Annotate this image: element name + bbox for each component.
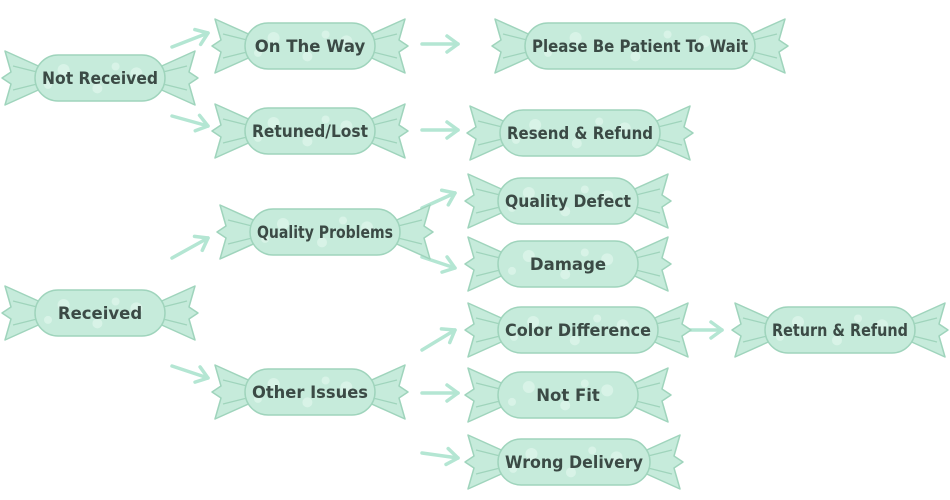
arrow-other-issues-to-color-difference	[420, 327, 457, 352]
node-not-fit: Not Fit	[464, 367, 672, 423]
arrow-received-to-quality-problems	[170, 234, 210, 260]
node-return-refund-label: Return & Refund	[772, 321, 908, 340]
node-color-difference: Color Difference	[464, 302, 692, 358]
node-quality-problems-label: Quality Problems	[257, 223, 393, 242]
arrow-quality-problems-to-defect	[420, 188, 457, 210]
node-resend-refund: Resend & Refund	[466, 105, 694, 161]
node-quality-defect-label: Quality Defect	[505, 192, 631, 211]
node-received-label: Received	[58, 304, 142, 323]
node-resend-refund-label: Resend & Refund	[507, 124, 653, 143]
node-other-issues: Other Issues	[211, 364, 409, 420]
node-not-received: Not Received	[1, 50, 199, 106]
node-not-received-label: Not Received	[42, 69, 158, 88]
arrow-other-issues-to-not-fit	[420, 383, 460, 403]
node-color-difference-label: Color Difference	[505, 321, 651, 340]
node-return-refund: Return & Refund	[731, 302, 949, 358]
node-layer: Not Received On The Way Please Be Patient …	[1, 18, 949, 490]
arrow-other-issues-to-wrong-delivery	[420, 446, 460, 467]
arrow-not-received-to-returned-lost	[170, 113, 210, 133]
node-please-be-patient-label: Please Be Patient To Wait	[532, 37, 748, 56]
node-quality-problems: Quality Problems	[216, 204, 434, 260]
node-on-the-way-label: On The Way	[255, 37, 366, 56]
node-returned-lost: Retuned/Lost	[211, 103, 409, 159]
node-received: Received	[1, 285, 199, 341]
node-wrong-delivery-label: Wrong Delivery	[505, 453, 643, 472]
node-quality-defect: Quality Defect	[464, 173, 672, 229]
arrow-quality-problems-to-damage	[420, 255, 457, 274]
arrow-returned-lost-to-resend	[420, 120, 460, 140]
node-on-the-way: On The Way	[211, 18, 409, 74]
node-wrong-delivery: Wrong Delivery	[464, 434, 684, 490]
node-not-fit-label: Not Fit	[536, 386, 600, 405]
arrow-received-to-other-issues	[170, 364, 210, 384]
node-other-issues-label: Other Issues	[252, 383, 368, 402]
node-damage: Damage	[464, 236, 672, 292]
arrow-not-received-to-on-the-way	[170, 27, 210, 49]
node-returned-lost-label: Retuned/Lost	[252, 122, 368, 141]
node-damage-label: Damage	[530, 255, 606, 274]
candy-body	[524, 22, 756, 70]
arrow-on-the-way-to-patient	[420, 34, 460, 54]
node-please-be-patient: Please Be Patient To Wait	[491, 18, 789, 74]
